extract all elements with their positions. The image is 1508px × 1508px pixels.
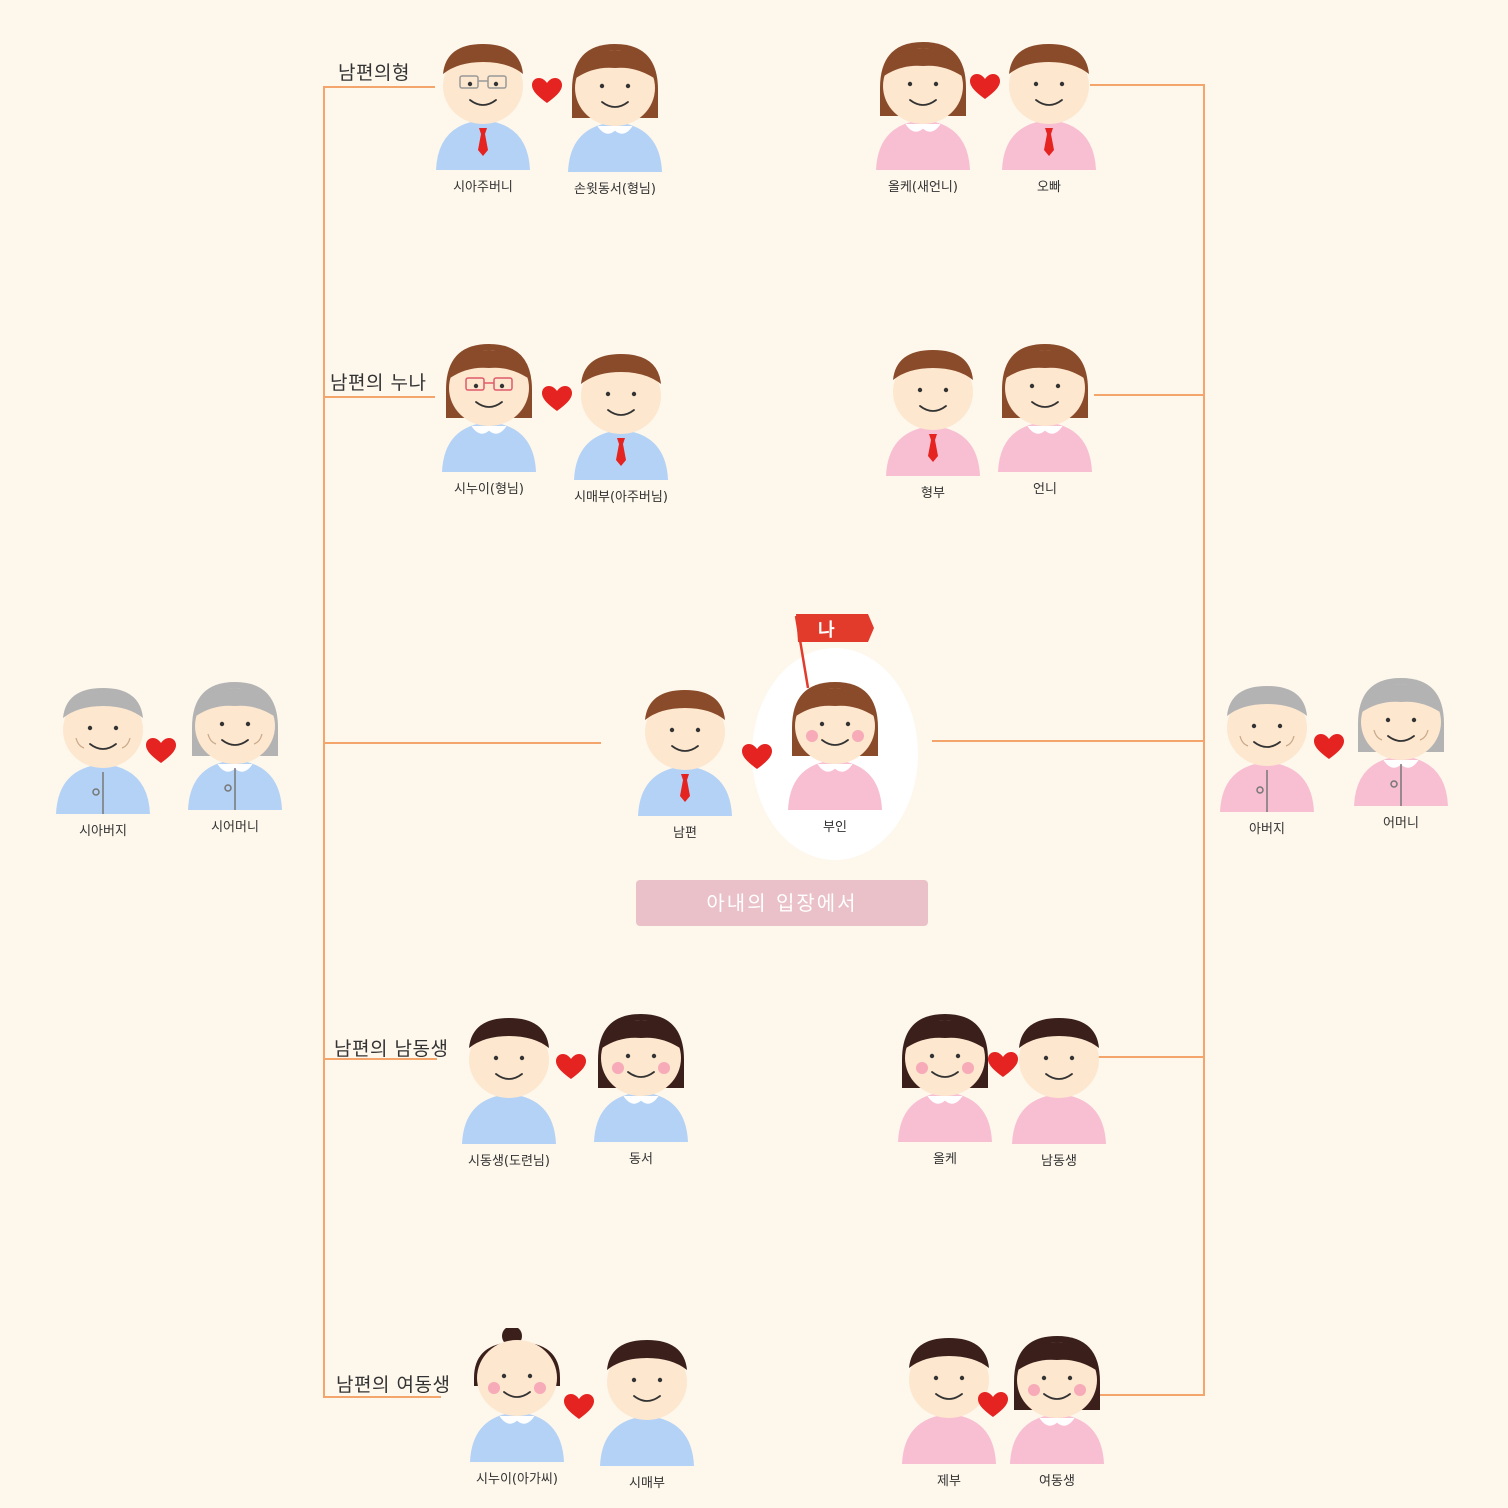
right-branch-line (1094, 394, 1204, 396)
person-husband: 남편 (630, 682, 740, 842)
person-wife: 부인 (780, 676, 890, 836)
group-label-younger-brother: 남편의 남동생 (334, 1038, 449, 1060)
left-branch-line (325, 742, 601, 744)
group-label-older-brother: 남편의형 (338, 62, 410, 84)
person-wife-ybrother-wife: 올케 (890, 1008, 1000, 1168)
person-father: 아버지 (1212, 678, 1322, 838)
person-younger-sister: 시누이(아가씨) (462, 1328, 572, 1488)
person-avatar-icon (462, 1018, 556, 1144)
person-older-brother: 시아주버니 (428, 36, 538, 196)
person-avatar-icon (594, 1014, 688, 1142)
left-branch-line (323, 1396, 441, 1398)
person-label: 언니 (1033, 482, 1057, 497)
person-label: 남동생 (1041, 1154, 1077, 1169)
person-husband-father: 시아버지 (48, 680, 158, 840)
heart-icon (742, 744, 772, 770)
person-avatar-icon (998, 344, 1092, 472)
person-avatar-icon (788, 682, 882, 810)
heart-icon (532, 78, 562, 104)
right-branch-line (932, 740, 1204, 742)
person-label: 오빠 (1037, 180, 1061, 195)
person-avatar-icon (1012, 1018, 1106, 1144)
person-label: 시누이(아가씨) (476, 1472, 558, 1487)
person-wife-brother-wife: 올케(새언니) (868, 36, 978, 196)
person-avatar-icon (470, 1328, 564, 1462)
left-branch-line (323, 1058, 437, 1060)
right-branch-line (1100, 1394, 1204, 1396)
person-avatar-icon (898, 1014, 992, 1142)
heart-icon (542, 386, 572, 412)
person-older-brother-wife: 손윗동서(형님) (560, 38, 670, 198)
me-flag-label: 나 (818, 620, 835, 641)
left-vertical-line (323, 86, 325, 1398)
person-older-sister-husband: 시매부(아주버님) (566, 346, 676, 506)
person-avatar-icon (188, 682, 282, 810)
person-label: 시동생(도련님) (468, 1154, 550, 1169)
person-avatar-icon (1010, 1336, 1104, 1464)
me-flag: 나 (792, 612, 882, 692)
person-label: 형부 (921, 486, 945, 501)
person-label: 어머니 (1383, 816, 1419, 831)
left-branch-line (323, 86, 435, 88)
person-label: 시아버지 (79, 824, 127, 839)
heart-icon (978, 1392, 1008, 1418)
perspective-caption: 아내의 입장에서 (636, 880, 928, 926)
person-avatar-icon (876, 42, 970, 170)
heart-icon (970, 74, 1000, 100)
person-wife-ybrother: 남동생 (1004, 1010, 1114, 1170)
person-label: 시매부(아주버님) (574, 490, 668, 505)
person-label: 시누이(형님) (454, 482, 524, 497)
person-avatar-icon (1002, 44, 1096, 170)
person-avatar-icon (574, 354, 668, 480)
person-label: 여동생 (1039, 1474, 1075, 1489)
heart-icon (556, 1054, 586, 1080)
right-vertical-line (1203, 84, 1205, 1396)
person-younger-brother: 시동생(도련님) (454, 1010, 564, 1170)
person-avatar-icon (1220, 686, 1314, 812)
heart-icon (146, 738, 176, 764)
person-older-sister: 시누이(형님) (434, 338, 544, 498)
person-avatar-icon (568, 44, 662, 172)
left-branch-line (323, 396, 435, 398)
group-label-older-sister: 남편의 누나 (330, 372, 427, 394)
heart-icon (988, 1052, 1018, 1078)
person-avatar-icon (56, 688, 150, 814)
person-label: 동서 (629, 1152, 653, 1167)
person-label: 올케(새언니) (888, 180, 958, 195)
person-wife-brother: 오빠 (994, 36, 1104, 196)
person-mother: 어머니 (1346, 672, 1456, 832)
group-label-younger-sister: 남편의 여동생 (336, 1374, 451, 1396)
person-avatar-icon (638, 690, 732, 816)
person-label: 남편 (673, 826, 697, 841)
person-avatar-icon (886, 350, 980, 476)
right-branch-line (1096, 1056, 1204, 1058)
person-wife-ysister: 여동생 (1002, 1330, 1112, 1490)
person-label: 아버지 (1249, 822, 1285, 837)
person-label: 손윗동서(형님) (574, 182, 656, 197)
person-avatar-icon (902, 1338, 996, 1464)
person-avatar-icon (1354, 678, 1448, 806)
flag-icon (794, 614, 874, 689)
person-label: 시아주버니 (453, 180, 513, 195)
person-avatar-icon (436, 44, 530, 170)
person-husband-mother: 시어머니 (180, 676, 290, 836)
person-avatar-icon (442, 344, 536, 472)
person-label: 시매부 (629, 1476, 665, 1491)
person-label: 부인 (823, 820, 847, 835)
right-branch-line (1090, 84, 1204, 86)
heart-icon (1314, 734, 1344, 760)
person-younger-sister-husband: 시매부 (592, 1332, 702, 1492)
person-label: 올케 (933, 1152, 957, 1167)
heart-icon (564, 1394, 594, 1420)
person-wife-sister: 언니 (990, 338, 1100, 498)
person-wife-sister-husband: 형부 (878, 342, 988, 502)
person-wife-ysister-husband: 제부 (894, 1330, 1004, 1490)
person-younger-brother-wife: 동서 (586, 1008, 696, 1168)
person-avatar-icon (600, 1340, 694, 1466)
person-label: 제부 (937, 1474, 961, 1489)
person-label: 시어머니 (211, 820, 259, 835)
